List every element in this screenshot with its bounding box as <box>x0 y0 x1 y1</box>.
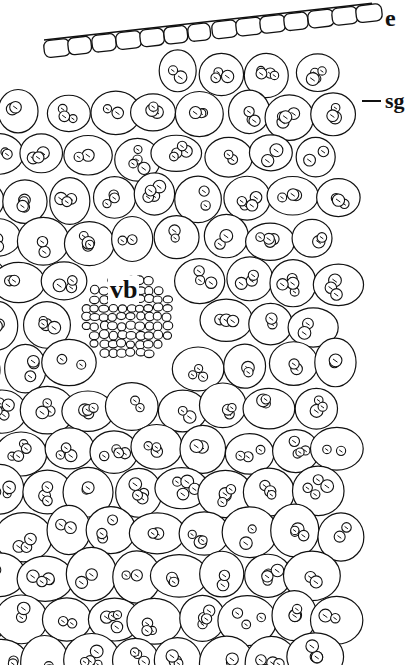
leader-line <box>362 100 381 102</box>
part-label: e <box>383 5 398 31</box>
vascular-bundle <box>82 276 173 358</box>
parenchyma-cells <box>0 50 364 665</box>
epidermis <box>43 3 383 58</box>
part-label: vb <box>108 276 139 304</box>
part-label: sg <box>383 89 407 113</box>
